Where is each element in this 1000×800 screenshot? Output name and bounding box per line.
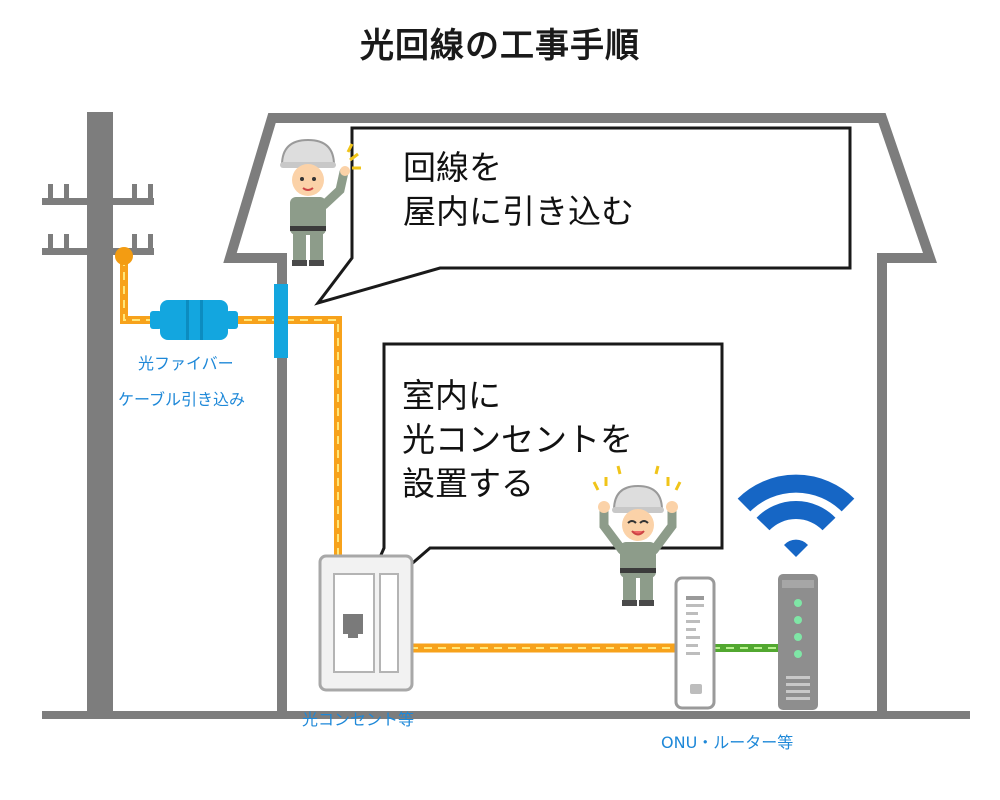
wifi-icon (737, 474, 855, 557)
page-title: 光回線の工事手順 (360, 26, 640, 66)
fiber-label-line-2: ケーブル引き込み (118, 390, 246, 409)
house-outline (223, 113, 937, 715)
bubble-2-line-3: 設置する (402, 464, 534, 503)
cable-connector (150, 300, 238, 340)
utility-pole (42, 112, 154, 718)
bubble-2-line-2: 光コンセントを (402, 420, 633, 459)
bubble-1-line-1: 回線を (403, 148, 502, 187)
worker-pointing (280, 138, 361, 266)
outlet-label: 光コンセント等 (302, 710, 415, 729)
fiber-label-line-1: 光ファイバー (138, 354, 234, 373)
worker-cheering (592, 465, 682, 606)
bubble-1-line-2: 屋内に引き込む (403, 192, 634, 231)
onu-router-label: ONU・ルーター等 (661, 733, 794, 752)
bubble-2-line-1: 室内に (402, 376, 501, 415)
bubble-1-text: 回線を 屋内に引き込む (403, 146, 634, 234)
pole-connector-dot (115, 247, 133, 265)
router-device (778, 574, 818, 710)
optical-outlet (318, 554, 414, 692)
bubble-2-text: 室内に 光コンセントを 設置する (402, 374, 633, 506)
onu-device (674, 576, 716, 710)
wall-entry-bar (274, 284, 288, 358)
speech-bubble-1 (314, 126, 852, 306)
